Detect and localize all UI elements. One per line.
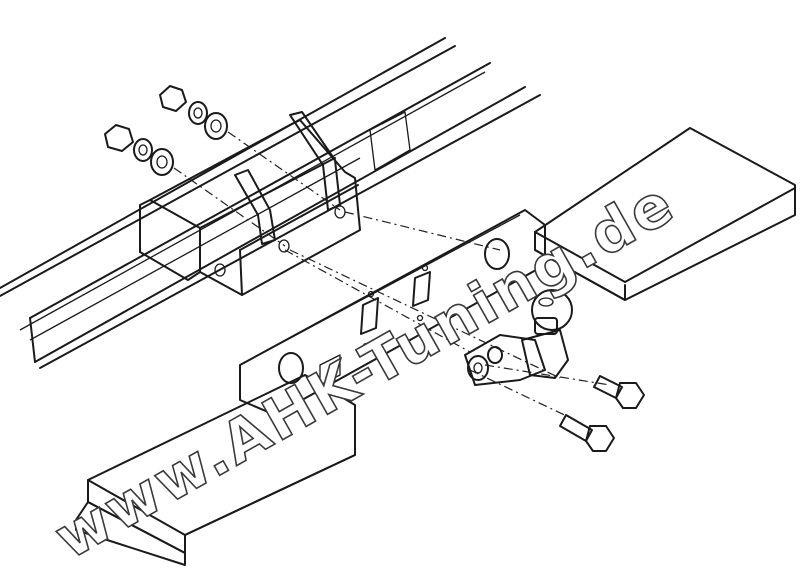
assembly-lines [173, 131, 611, 421]
step-pad-left [75, 374, 356, 566]
bolt-lower [559, 414, 615, 452]
step-pad-right [534, 127, 796, 301]
tow-ball-coupling [464, 289, 573, 386]
rear-step-bar [239, 209, 546, 416]
frame-bracket [139, 111, 361, 296]
nut-washer-set-lower [104, 124, 174, 176]
nut-washer-set-upper [159, 85, 228, 140]
bolt-upper [593, 375, 645, 409]
